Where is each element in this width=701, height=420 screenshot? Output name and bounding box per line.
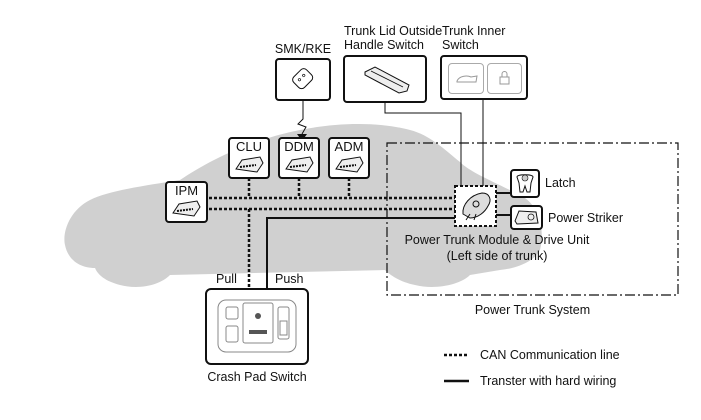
crash-pad-switch-icon [217, 299, 297, 353]
trunk-lid-outside-label-1: Trunk Lid Outside [344, 24, 443, 38]
handle-switch-icon [364, 66, 410, 94]
adm-module: ADM [328, 137, 370, 179]
clu-module: CLU [228, 137, 270, 179]
trunk-inner-label-2: Switch [442, 38, 479, 52]
hard-wiring [266, 192, 510, 288]
switch-wires [297, 99, 484, 186]
ipm-label: IPM [174, 183, 199, 198]
trunk-lid-outside-label-2: Handle Switch [344, 38, 424, 52]
power-trunk-module-label-1: Power Trunk Module & Drive Unit [404, 233, 590, 247]
ecu-icon [335, 156, 364, 173]
crash-pad-switch-label: Crash Pad Switch [207, 370, 307, 384]
smk-rke-label: SMK/RKE [274, 42, 332, 56]
trunk-inner-label-1: Trunk Inner [442, 24, 506, 38]
legend-can-label: CAN Communication line [480, 348, 620, 362]
power-striker-box [510, 205, 543, 230]
power-trunk-system-label: Power Trunk System [474, 303, 591, 317]
latch-label: Latch [545, 176, 576, 190]
clu-label: CLU [235, 139, 262, 154]
trunk-lid-outside-handle-switch-box [343, 55, 427, 103]
ipm-module: IPM [165, 181, 208, 223]
legend-hard-label: Transter with hard wiring [480, 374, 617, 388]
ddm-module: DDM [278, 137, 320, 179]
ecu-icon [285, 156, 314, 173]
latch-box [510, 169, 540, 198]
ecu-icon [235, 156, 264, 173]
power-trunk-module-label-2: (Left side of trunk) [446, 249, 548, 263]
crash-pad-switch-box [205, 288, 309, 365]
smart-key-icon [292, 68, 314, 90]
car-silhouette [64, 124, 542, 287]
adm-label: ADM [334, 139, 364, 154]
push-label: Push [275, 272, 304, 286]
pull-label: Pull [216, 272, 237, 286]
latch-icon [516, 174, 534, 193]
ddm-label: DDM [284, 139, 314, 154]
lock-button-icon [487, 63, 522, 94]
smk-rke-box [275, 58, 331, 101]
trunk-open-button-icon [448, 63, 484, 94]
striker-icon [514, 210, 539, 225]
can-lines [209, 178, 455, 288]
trunk-inner-switch-box [440, 55, 528, 100]
power-striker-label: Power Striker [548, 211, 624, 225]
drive-unit-icon [462, 192, 491, 221]
ecu-icon [172, 200, 201, 217]
